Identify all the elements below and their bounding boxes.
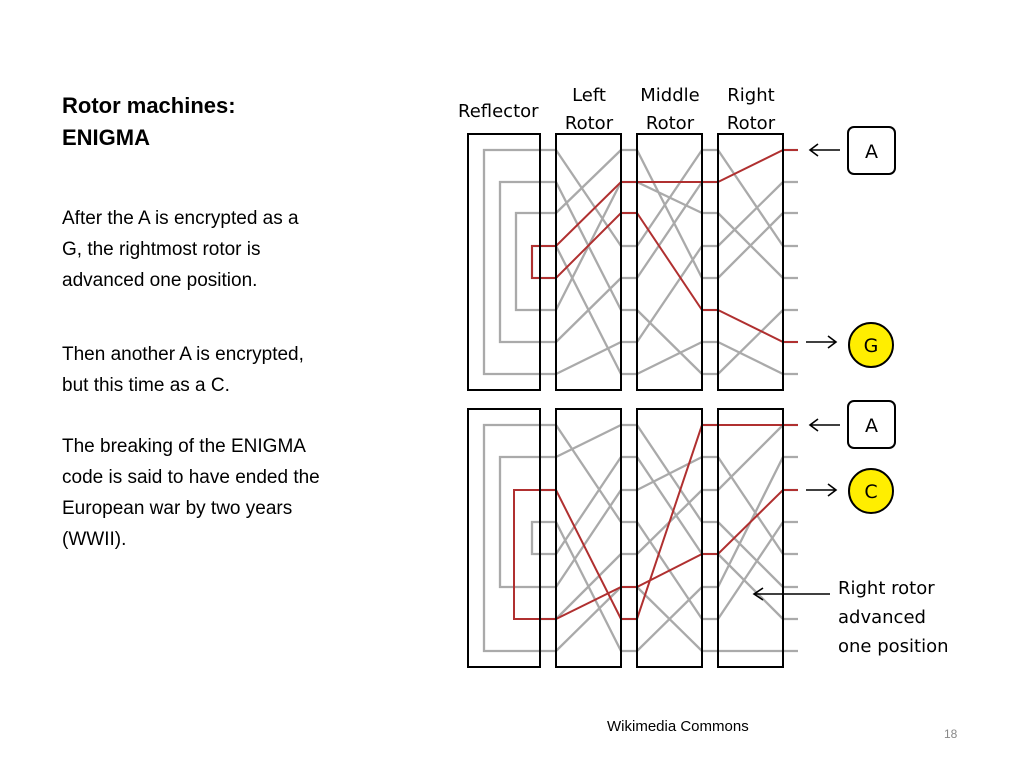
input-key xyxy=(847,126,896,175)
text-line: (WWII). xyxy=(62,529,127,550)
page-number: 18 xyxy=(944,727,958,741)
right-rotor-label-line2: Rotor xyxy=(727,113,776,134)
text-line: Then another A is encrypted, xyxy=(62,344,304,365)
output-lamp xyxy=(848,322,894,368)
output-arrow xyxy=(806,483,838,497)
output-letter: C xyxy=(864,481,877,503)
left-rotor-label-line1: Left xyxy=(572,85,606,106)
annotation-line1: Right rotor xyxy=(838,578,935,599)
input-arrow xyxy=(808,143,840,157)
input-letter: A xyxy=(865,415,878,437)
middle-rotor-label-line2: Rotor xyxy=(646,113,695,134)
bottom-panel: A C Right rotor advanced one position xyxy=(467,400,949,668)
text-line: but this time as a C. xyxy=(62,375,230,396)
annotation-line3: one position xyxy=(838,636,949,657)
right-rotor-label-line1: Right xyxy=(727,85,774,106)
text-line: G, the rightmost rotor is xyxy=(62,239,261,260)
output-letter: G xyxy=(864,335,879,357)
paragraph-second-encryption: Then another A is encrypted, but this ti… xyxy=(62,339,392,401)
input-key xyxy=(847,400,896,449)
title-line: Rotor machines: xyxy=(62,93,236,118)
slide-title: Rotor machines: ENIGMA xyxy=(62,90,382,154)
paragraph-encryption: After the A is encrypted as a G, the rig… xyxy=(62,203,392,296)
annotation-arrow xyxy=(752,587,830,601)
paragraph-history: The breaking of the ENIGMA code is said … xyxy=(62,431,392,555)
enigma-rotor-diagram: Reflector Left Rotor Middle Rotor Right … xyxy=(458,85,949,668)
annotation-line2: advanced xyxy=(838,607,926,628)
output-lamp xyxy=(848,468,894,514)
title-line: ENIGMA xyxy=(62,125,150,150)
text-line: After the A is encrypted as a xyxy=(62,208,299,229)
text-line: advanced one position. xyxy=(62,270,258,291)
text-line: The breaking of the ENIGMA xyxy=(62,436,306,457)
top-panel: A G xyxy=(467,126,896,391)
image-source-credit: Wikimedia Commons xyxy=(607,718,749,735)
input-letter: A xyxy=(865,141,878,163)
middle-rotor-label-line1: Middle xyxy=(640,85,699,106)
left-rotor-label-line2: Rotor xyxy=(565,113,614,134)
reflector-label: Reflector xyxy=(458,101,539,122)
output-arrow xyxy=(806,335,838,349)
text-line: European war by two years xyxy=(62,498,293,519)
text-line: code is said to have ended the xyxy=(62,467,320,488)
input-arrow xyxy=(808,418,840,432)
